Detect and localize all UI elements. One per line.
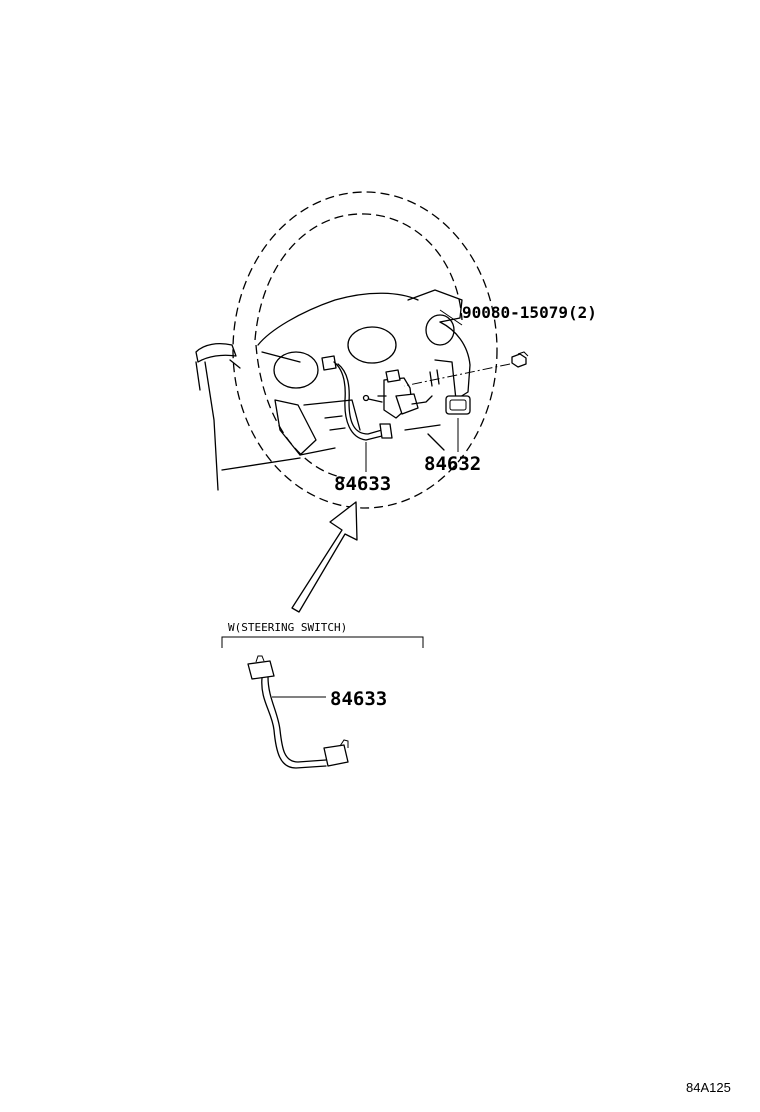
callout-wire-detail: 84633 (330, 688, 387, 710)
detail-bracket (221, 636, 424, 648)
bolt (511, 351, 529, 368)
detail-section: W(STEERING SWITCH) 84633 (221, 621, 424, 769)
view-arrow (291, 501, 358, 613)
callout-switch-assy: 84632 (424, 453, 481, 475)
wire-harness-detail (247, 655, 349, 769)
steering-wheel-illustration (195, 191, 529, 509)
steering-hub (257, 289, 471, 456)
illustration-code: 84A125 (686, 1080, 731, 1095)
detail-label: W(STEERING SWITCH) (228, 621, 347, 634)
steering-switch (377, 369, 471, 419)
callout-wire-main: 84633 (334, 473, 391, 495)
steering-column (195, 343, 301, 491)
callout-bolt: 90080-15079(2) (462, 303, 597, 322)
wire-harness (321, 355, 393, 441)
